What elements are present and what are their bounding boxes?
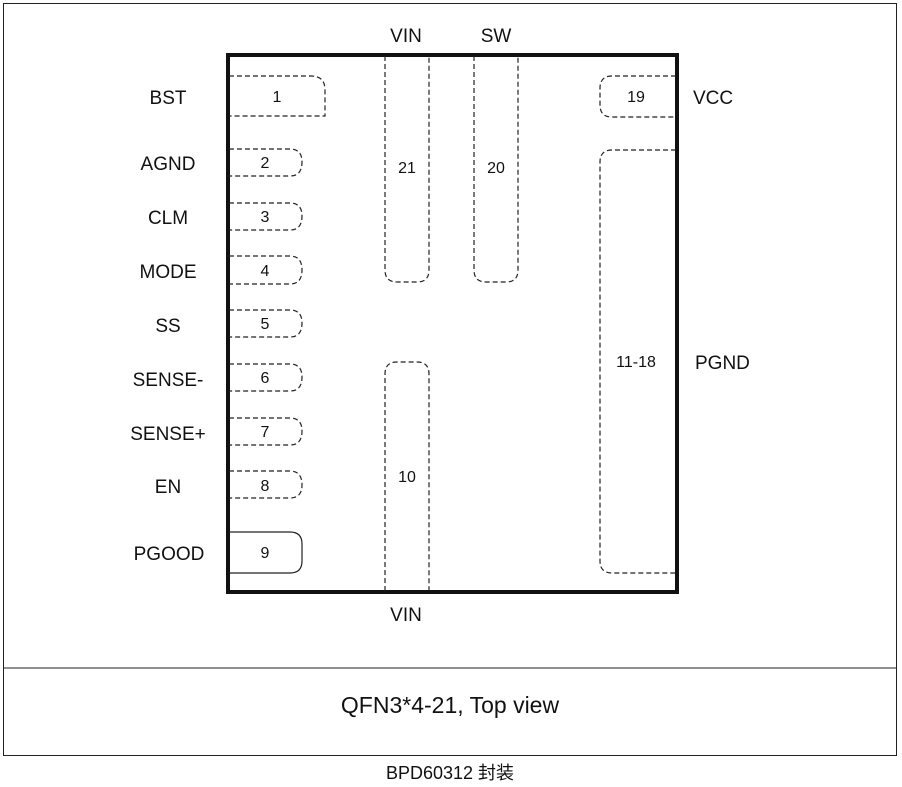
pad-7 (229, 417, 303, 446)
pad-2 (229, 148, 303, 177)
pin-label-sense-minus: SENSE- (133, 370, 204, 391)
pin-label-agnd: AGND (141, 154, 196, 175)
pad-number-20: 20 (487, 160, 505, 177)
pin-label-sense-plus: SENSE+ (130, 424, 206, 445)
pad-number-21: 21 (398, 160, 416, 177)
pin-label-pgood: PGOOD (134, 544, 205, 565)
pad-20 (473, 56, 519, 283)
pad-number-1: 1 (273, 89, 282, 106)
package-body (226, 53, 679, 594)
pad-9 (229, 531, 303, 574)
pad-number-3: 3 (261, 209, 270, 226)
pad-5 (229, 309, 303, 338)
pin-label-clm: CLM (148, 208, 188, 229)
pad-6 (229, 363, 303, 392)
pad-19 (599, 75, 676, 118)
pad-1 (229, 75, 326, 117)
pad-number-10: 10 (398, 469, 416, 486)
footnote: BPD60312 封装 (386, 763, 514, 783)
pad-number-9: 9 (261, 545, 270, 562)
top-label-vin: VIN (390, 26, 422, 47)
pad-number-4: 4 (261, 263, 270, 280)
pad-3 (229, 202, 303, 231)
top-label-sw: SW (481, 26, 512, 47)
pad-number-8: 8 (261, 478, 270, 495)
pad-number-5: 5 (261, 316, 270, 333)
pad-21 (384, 56, 430, 283)
pad-8 (229, 470, 303, 499)
pin-label-vcc: VCC (693, 88, 733, 109)
pad-number-2: 2 (261, 155, 270, 172)
pad-number-11-18: 11-18 (616, 354, 656, 371)
pin-label-mode: MODE (140, 262, 197, 283)
pin-label-bst: BST (150, 88, 187, 109)
pad-number-6: 6 (261, 370, 270, 387)
pad-number-19: 19 (627, 89, 645, 106)
outer-frame (3, 3, 897, 756)
pad-11-18 (599, 149, 676, 574)
pin-label-ss: SS (155, 316, 180, 337)
bottom-label-vin: VIN (390, 605, 422, 626)
pin-label-pgnd: PGND (695, 353, 750, 374)
pad-4 (229, 255, 303, 285)
pad-number-7: 7 (261, 424, 270, 441)
caption: QFN3*4-21, Top view (341, 692, 560, 718)
pin-label-en: EN (155, 477, 181, 498)
